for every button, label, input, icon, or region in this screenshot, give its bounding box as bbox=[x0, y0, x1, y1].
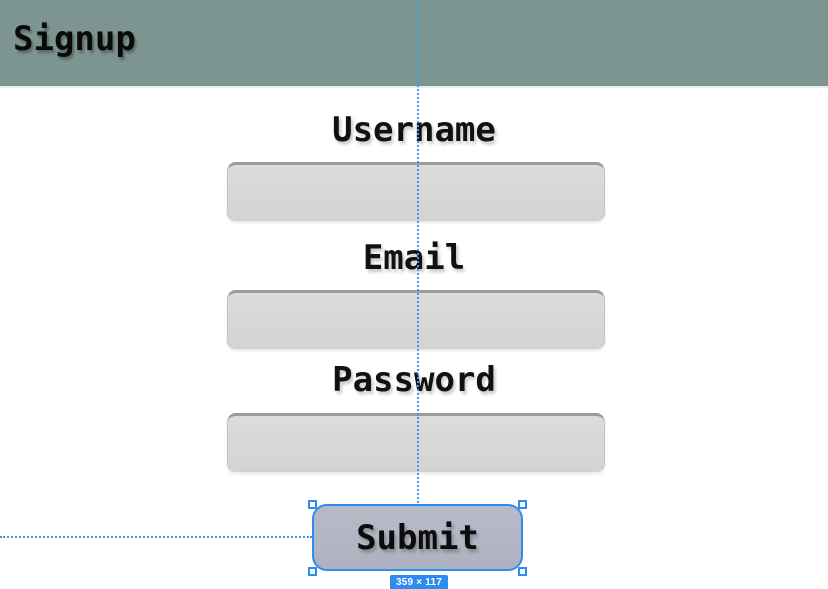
page-title: Signup bbox=[13, 19, 136, 59]
input-username[interactable] bbox=[227, 162, 605, 221]
input-password[interactable] bbox=[227, 413, 605, 472]
submit-button-label: Submit bbox=[356, 517, 479, 558]
header-bar[interactable]: Signup bbox=[0, 0, 828, 88]
label-password: Password bbox=[332, 360, 496, 400]
horizontal-alignment-guide bbox=[0, 536, 312, 538]
resize-handle-bottom-left[interactable] bbox=[308, 567, 317, 576]
submit-button[interactable]: Submit bbox=[312, 504, 523, 571]
input-email[interactable] bbox=[227, 290, 605, 349]
label-email: Email bbox=[362, 238, 466, 278]
selection-size-badge: 359 × 117 bbox=[390, 575, 449, 589]
vertical-alignment-guide bbox=[417, 0, 419, 507]
resize-handle-top-left[interactable] bbox=[308, 500, 317, 509]
resize-handle-bottom-right[interactable] bbox=[518, 567, 527, 576]
label-username: Username bbox=[332, 110, 496, 150]
resize-handle-top-right[interactable] bbox=[518, 500, 527, 509]
